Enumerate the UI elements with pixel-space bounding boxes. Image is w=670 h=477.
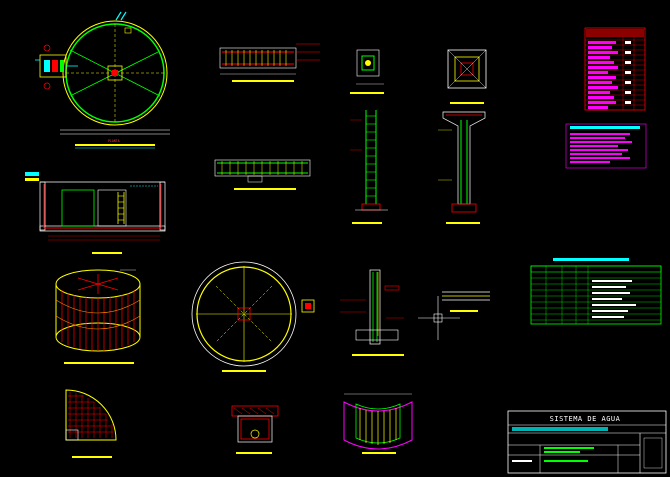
project-title: SISTEMA DE AGUA (550, 415, 621, 423)
specifications-notes (565, 123, 647, 169)
roof-plan-circle (191, 261, 315, 372)
beam-detail-1 (219, 43, 320, 82)
beam-detail-2 (214, 159, 311, 190)
title-block: SISTEMA DE AGUA (507, 410, 667, 474)
curved-wall-panel (343, 393, 413, 454)
svg-text:PLANTA: PLANTA (108, 139, 120, 143)
column-elevation (438, 111, 486, 224)
crosshair-cursor[interactable] (418, 296, 460, 340)
plan-view-circular-tank: PLANTA (35, 11, 170, 149)
quarter-slab-plan (65, 389, 117, 458)
wall-section-detail (340, 269, 404, 356)
tank-cross-section (25, 172, 166, 254)
quantities-table (584, 27, 646, 111)
rebar-schedule-table (530, 258, 662, 325)
slab-joint-detail (442, 291, 490, 312)
valve-box-detail (231, 405, 279, 454)
column-section-small (350, 49, 384, 94)
cylinder-rebar-cage (55, 269, 141, 364)
footing-plan (447, 49, 487, 104)
ladder-elevation (350, 110, 388, 224)
